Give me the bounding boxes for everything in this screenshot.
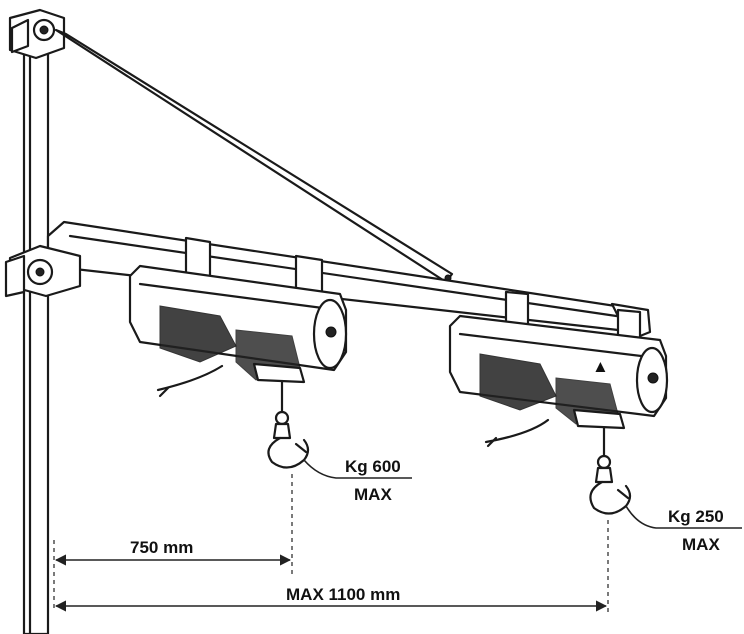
dimension-1100-label: MAX 1100 mm	[286, 585, 400, 604]
load-near-label: Kg 600	[345, 457, 401, 476]
dimension-750-label: 750 mm	[130, 538, 193, 557]
load-far-label: Kg 250	[668, 507, 724, 526]
mast	[22, 26, 50, 634]
load-callout-near: Kg 600 MAX	[303, 457, 412, 504]
hoist-tag-icon: ▲	[592, 357, 609, 376]
reference-lines	[53, 474, 609, 612]
tie-rod	[54, 28, 454, 284]
hoist-far: ▲	[448, 290, 669, 448]
load-near-max-label: MAX	[354, 485, 392, 504]
load-callout-far: Kg 250 MAX	[625, 505, 742, 554]
load-far-max-label: MAX	[682, 535, 720, 554]
top-clamp	[8, 8, 66, 60]
hook-far	[589, 426, 632, 515]
dimension-750: 750 mm	[54, 538, 292, 566]
hoist-near	[128, 236, 348, 398]
dimension-1100: MAX 1100 mm	[54, 585, 608, 612]
jib-clamp	[4, 244, 82, 298]
hook-near	[267, 380, 310, 469]
